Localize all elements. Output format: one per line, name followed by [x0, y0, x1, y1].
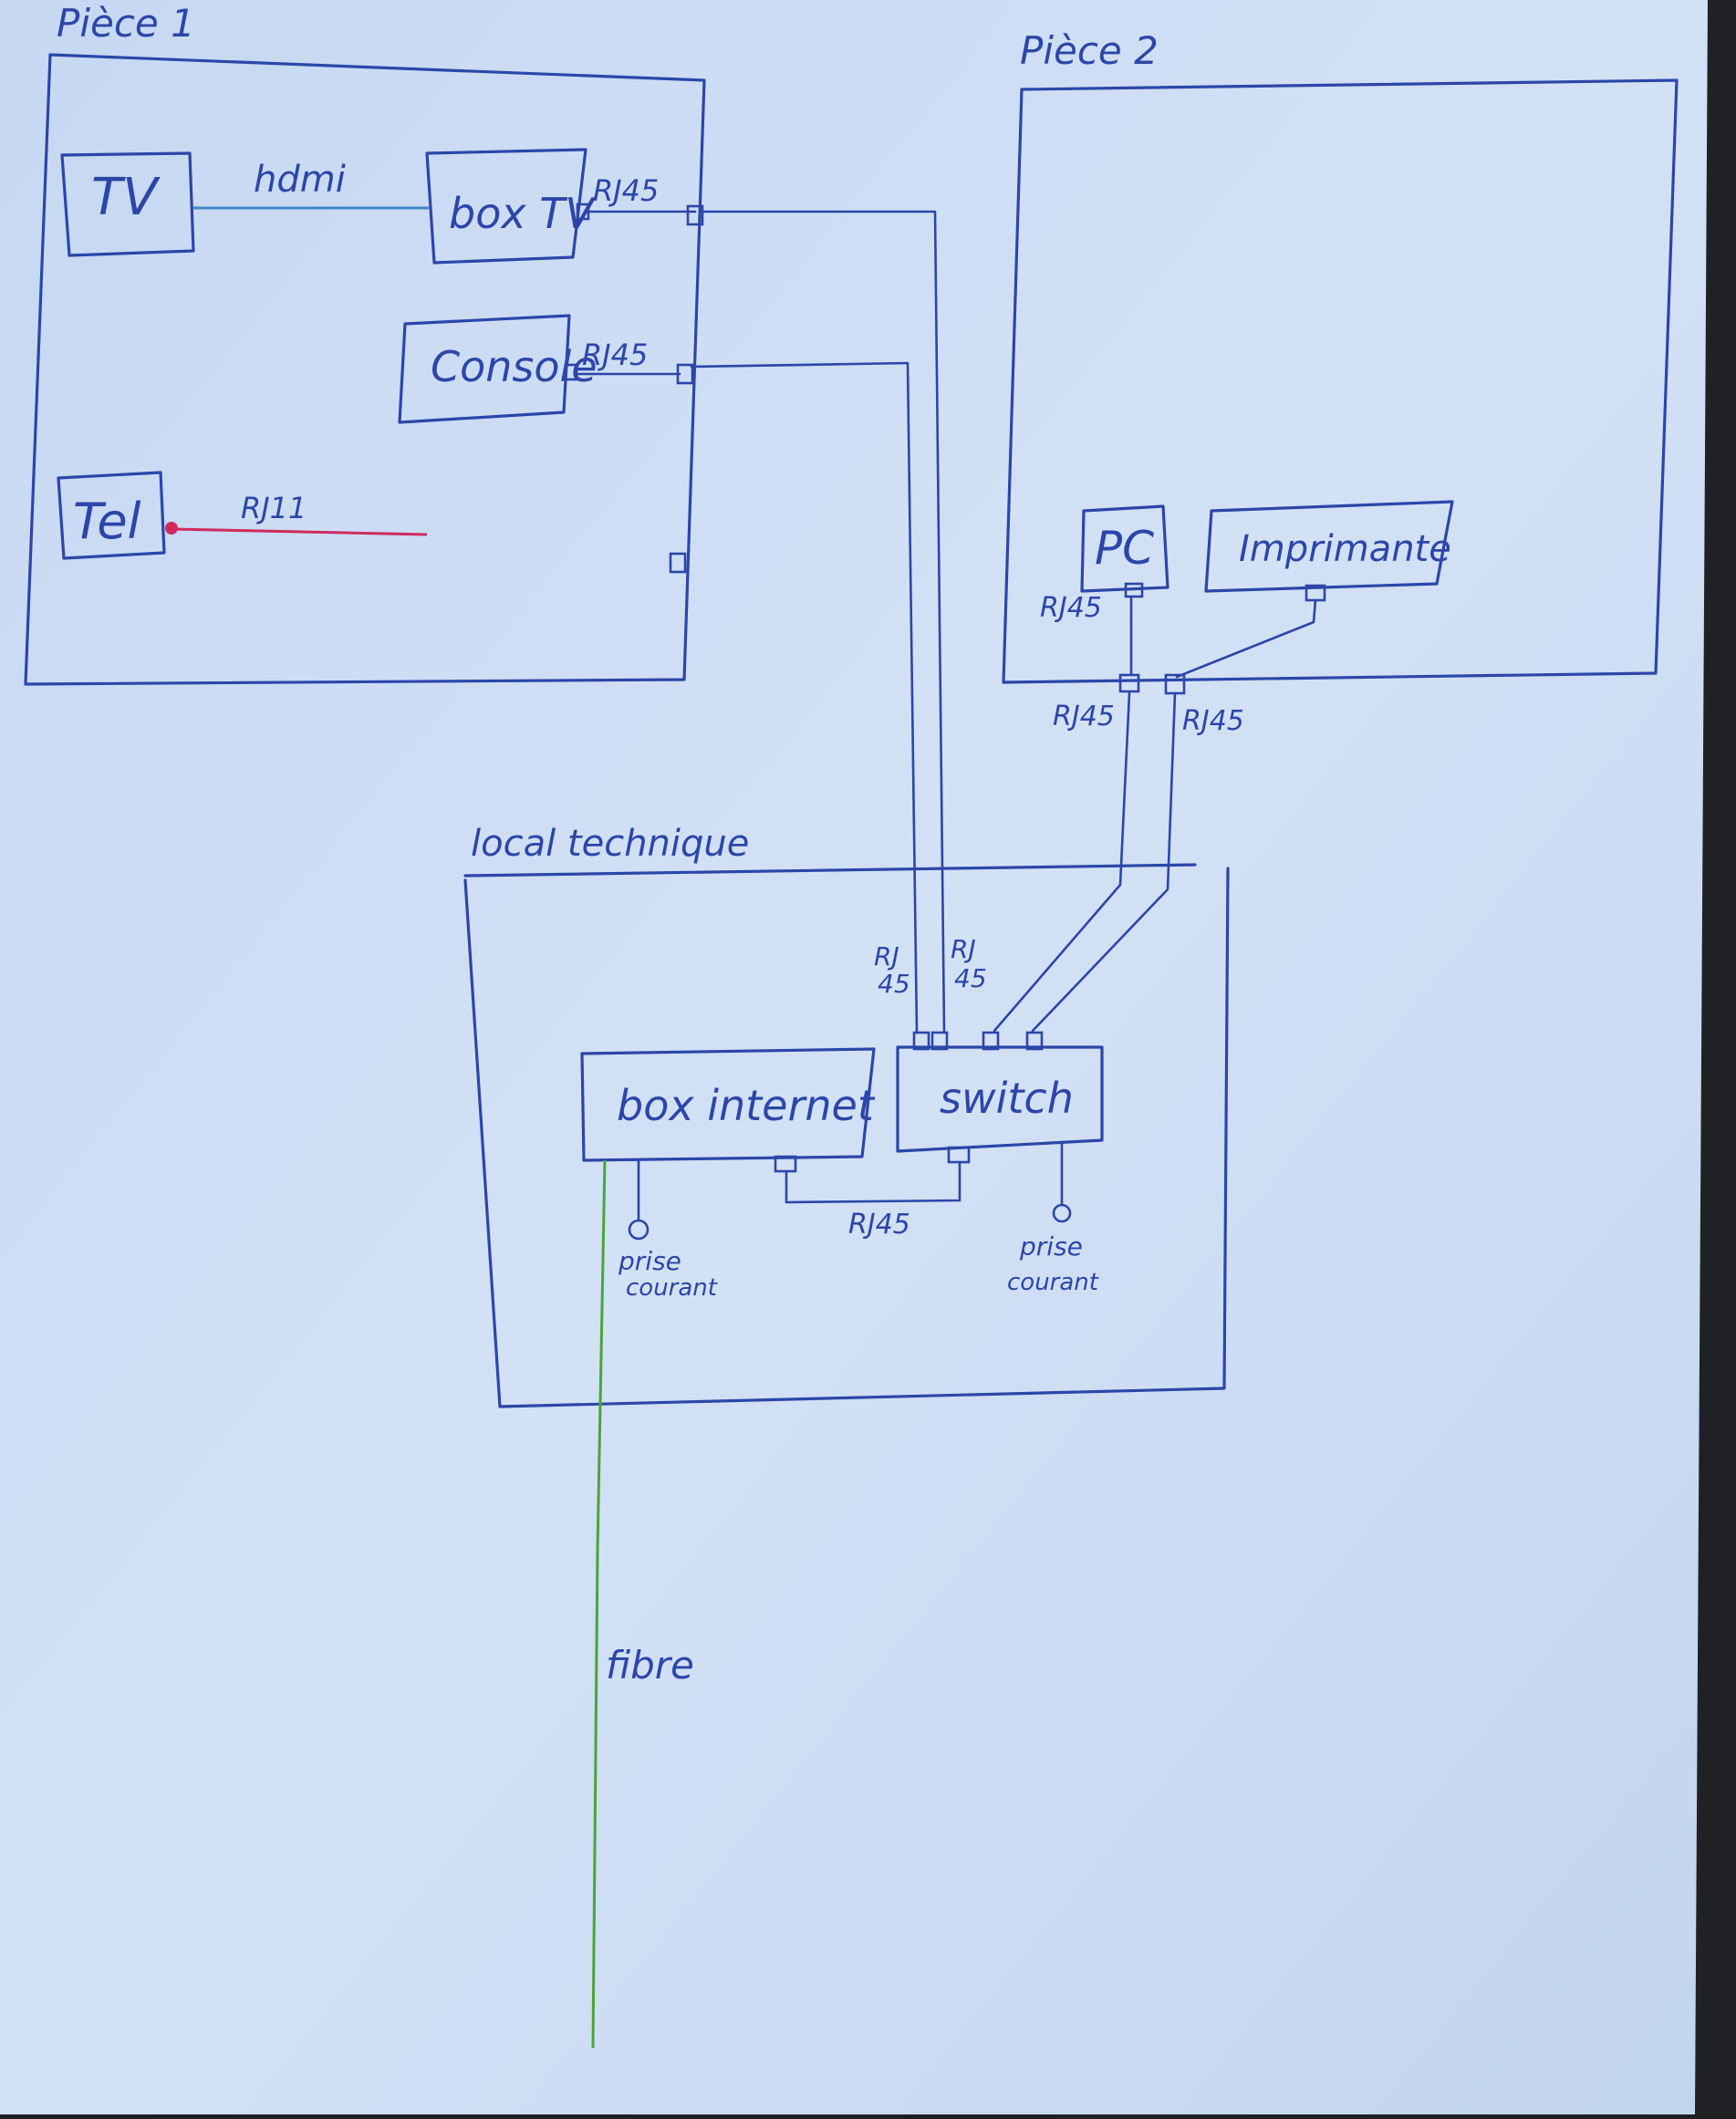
box-internet-label: box internet	[617, 1081, 876, 1130]
tel-label: Tel	[73, 493, 141, 550]
pc-port	[1124, 582, 1144, 598]
rj45-label-left-line2: 45	[878, 969, 910, 999]
switch-device: switch	[896, 1031, 1104, 1164]
room-piece-1: Pièce 1 TV hdmi box TV RJ45 Console RJ45	[24, 1, 706, 686]
console-label: Console	[431, 342, 598, 391]
wall-socket-3	[669, 552, 687, 574]
console-device: Console	[398, 314, 598, 424]
console-port	[564, 363, 578, 381]
pc-device: PC	[1080, 504, 1169, 598]
pc-rj45-label: RJ45	[1040, 592, 1102, 624]
cable-run-pc-to-switch	[993, 691, 1131, 1033]
rj45-label-right-line1: RJ	[951, 934, 976, 964]
box-internet-power-line2: courant	[626, 1274, 718, 1302]
box-tv-rj45-label: RJ45	[593, 173, 659, 208]
pc-label: PC	[1095, 522, 1154, 575]
cable-run-imprimante-to-switch	[1031, 691, 1177, 1033]
room-local-technique-label: local technique	[471, 823, 749, 865]
console-rj45-label: RJ45	[582, 338, 648, 372]
box-tv-device: box TV	[425, 148, 597, 265]
rj45-cable-box-to-switch	[785, 1160, 962, 1204]
tel-port	[165, 522, 178, 535]
switch-label: switch	[940, 1074, 1074, 1123]
cable-run-console-to-switch	[690, 361, 919, 1034]
box-internet-power-line1: prise	[618, 1246, 681, 1276]
imprimante-device: Imprimante	[1204, 500, 1454, 602]
room-piece-2-label: Pièce 2	[1020, 28, 1159, 73]
tel-device: Tel	[57, 471, 166, 560]
rj45-label-right-line2: 45	[954, 963, 987, 993]
fibre-label: fibre	[606, 1643, 694, 1688]
box-internet-power-outlet	[628, 1219, 650, 1241]
cable-run-box-tv-to-switch	[701, 210, 946, 1034]
tv-device: TV	[60, 151, 195, 257]
wall-socket-1	[686, 204, 704, 226]
imprimante-wall-rj45-label: RJ45	[1182, 705, 1244, 737]
rj45-cable-box-to-switch-label: RJ45	[848, 1209, 910, 1241]
switch-port-1	[912, 1031, 930, 1051]
switch-port-3	[982, 1031, 1000, 1051]
wall-socket-pc	[1118, 673, 1140, 693]
hdmi-cable-label: hdmi	[254, 159, 346, 201]
switch-port-4	[1025, 1031, 1044, 1051]
rj45-label-left-line1: RJ	[874, 941, 899, 971]
switch-power-outlet	[1052, 1203, 1072, 1223]
pc-wall-rj45-label: RJ45	[1053, 701, 1115, 732]
tv-label: TV	[91, 168, 161, 227]
switch-power-line1: prise	[1019, 1231, 1083, 1262]
room-piece-1-label: Pièce 1	[57, 1, 195, 46]
switch-power-line2: courant	[1007, 1269, 1099, 1296]
room-piece-2: Pièce 2 PC RJ45 Imprimante RJ45 RJ45	[1002, 28, 1679, 737]
room-local-technique: local technique RJ 45 RJ 45 box internet…	[463, 823, 1230, 1408]
rj11-label: RJ11	[241, 491, 307, 525]
imprimante-label: Imprimante	[1239, 528, 1451, 570]
fibre-cable	[591, 1159, 607, 2049]
switch-port-2	[930, 1031, 949, 1051]
rj11-cable	[171, 527, 428, 536]
box-internet-device: box internet	[580, 1047, 876, 1173]
box-tv-label: box TV	[449, 189, 597, 238]
imprimante-cable	[1175, 598, 1317, 679]
